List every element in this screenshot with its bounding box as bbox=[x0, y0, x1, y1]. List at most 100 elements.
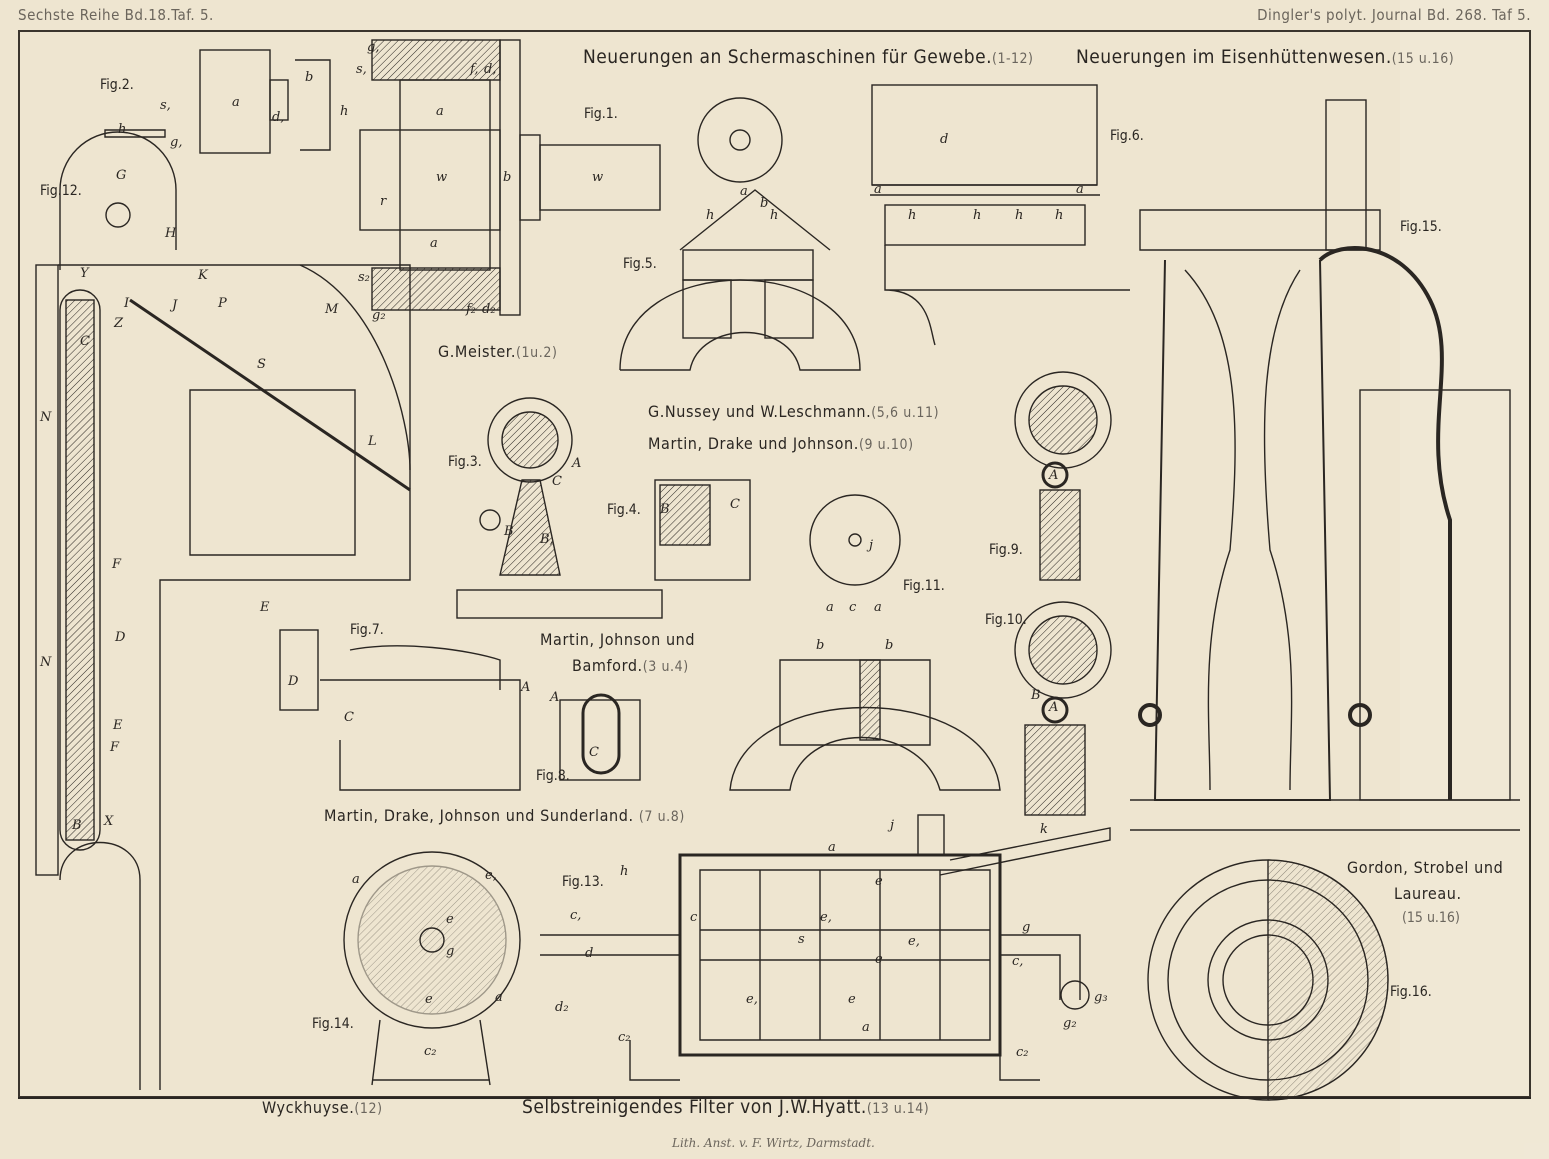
fig5-letter-label: a bbox=[740, 184, 748, 199]
fig13-letter-label: d₂ bbox=[555, 1000, 569, 1015]
fig1-letter-label: s, bbox=[356, 62, 367, 77]
fig7-drawing bbox=[279, 629, 521, 791]
credit-wyckhuyse: Wyckhuyse.(12) bbox=[262, 1098, 383, 1117]
fig6-letter-label: d bbox=[940, 132, 949, 147]
fig6-letter-label: h bbox=[1055, 208, 1064, 223]
fig13-letter-label: e, bbox=[908, 934, 920, 949]
fig3-letter-label: A bbox=[572, 456, 582, 471]
fig12-letter-label: M bbox=[325, 302, 339, 317]
fig11-letter-label: b bbox=[885, 638, 894, 653]
fig4-letter-label: B bbox=[660, 502, 670, 517]
credit-range: (7 u.8) bbox=[638, 809, 685, 825]
credit-text: G.Nussey und W.Leschmann. bbox=[648, 402, 872, 421]
fig13-letter-label: g₃ bbox=[1094, 990, 1108, 1005]
fig-label-11: Fig.11. bbox=[903, 578, 945, 594]
fig2-letter-label: s, bbox=[160, 98, 171, 113]
fig9-letter-label: A bbox=[1049, 468, 1059, 483]
title-text: Neuerungen im Eisenhüttenwesen. bbox=[1076, 46, 1392, 68]
fig6-drawing bbox=[870, 84, 1130, 346]
fig2-letter-label: d, bbox=[272, 110, 285, 125]
credit-meister: G.Meister.(1u.2) bbox=[438, 342, 557, 361]
fig7-letter-label: D bbox=[288, 674, 299, 689]
fig12-letter-label: F bbox=[110, 740, 120, 755]
fig11-letter-label: c bbox=[849, 600, 857, 615]
fig7-letter-label: C bbox=[344, 710, 354, 725]
fig13-letter-label: e bbox=[848, 992, 856, 1007]
fig8-drawing bbox=[559, 693, 641, 781]
fig-label-1: Fig.1. bbox=[584, 106, 618, 122]
fig14-letter-label: g bbox=[446, 944, 455, 959]
credit-text: Martin, Drake und Johnson. bbox=[648, 434, 859, 453]
fig1-letter-label: s₂ bbox=[358, 270, 370, 285]
fig1-letter-label: f₂ bbox=[466, 302, 477, 317]
fig-label-15: Fig.15. bbox=[1400, 219, 1442, 235]
fig1-letter-label: b bbox=[503, 170, 512, 185]
fig12-letter-label: Z bbox=[114, 316, 124, 331]
fig2-drawing bbox=[104, 49, 331, 154]
header-right: Dingler's polyt. Journal Bd. 268. Taf 5. bbox=[1257, 6, 1531, 24]
fig13-letter-label: d bbox=[585, 946, 594, 961]
fig8-letter-label: C bbox=[589, 745, 599, 760]
fig-label-12: Fig.12. bbox=[40, 183, 82, 199]
fig14-letter-label: c₂ bbox=[424, 1044, 437, 1059]
fig13-letter-label: c bbox=[690, 910, 698, 925]
fig6-letter-label: h bbox=[1015, 208, 1024, 223]
credit-range: (1u.2) bbox=[516, 345, 558, 361]
fig1-letter-label: w bbox=[436, 170, 448, 185]
fig10-letter-label: A bbox=[1049, 700, 1059, 715]
fig12-letter-label: N bbox=[40, 410, 52, 425]
fig12-letter-label: S bbox=[257, 357, 266, 372]
fig13-letter-label: c, bbox=[1012, 954, 1024, 969]
fig-label-9: Fig.9. bbox=[989, 542, 1023, 558]
fig3-letter-label: B, bbox=[540, 532, 554, 547]
credit-gordon-line3: (15 u.16) bbox=[1402, 910, 1460, 926]
credit-range: (13 u.14) bbox=[866, 1101, 930, 1117]
credit-range: (9 u.10) bbox=[858, 437, 914, 453]
fig11-letter-label: a bbox=[874, 600, 882, 615]
fig11-drawing bbox=[729, 494, 1001, 791]
fig12-letter-label: N bbox=[40, 655, 52, 670]
fig12-letter-label: P bbox=[218, 296, 227, 311]
credit-bamford-line1: Martin, Johnson und bbox=[540, 630, 696, 649]
fig1-letter-label: a bbox=[436, 104, 444, 119]
credit-gordon-line2: Laureau. bbox=[1394, 884, 1462, 903]
fig14-letter-label: e, bbox=[485, 868, 497, 883]
fig13-letter-label: e bbox=[875, 874, 883, 889]
fig2-letter-label: a bbox=[232, 95, 240, 110]
credit-martin-drake: Martin, Drake und Johnson.(9 u.10) bbox=[648, 434, 914, 453]
fig12-letter-label: H bbox=[165, 226, 177, 241]
fig12-letter-label: E bbox=[113, 718, 123, 733]
credit-bamford-line2: Bamford.(3 u.4) bbox=[572, 656, 689, 675]
fig13-letter-label: e, bbox=[820, 910, 832, 925]
fig13-letter-label: a bbox=[828, 840, 836, 855]
fig5-letter-label: b bbox=[760, 196, 769, 211]
fig10-letter-label: B bbox=[1031, 688, 1041, 703]
fig12-letter-label: X bbox=[104, 814, 114, 829]
title-range: (15 u.16) bbox=[1391, 51, 1455, 67]
fig13-letter-label: a bbox=[862, 1020, 870, 1035]
title-range: (1-12) bbox=[992, 51, 1034, 67]
fig2-letter-label: b bbox=[305, 70, 314, 85]
fig1-letter-label: d, bbox=[484, 62, 497, 77]
fig5-drawing bbox=[619, 97, 861, 371]
fig7-letter-label: A bbox=[521, 680, 531, 695]
page-fold bbox=[1400, 0, 1549, 1159]
fig12-letter-label: C bbox=[80, 334, 90, 349]
fig13-letter-label: h bbox=[620, 864, 629, 879]
fig6-letter-label: a bbox=[1076, 182, 1084, 197]
fig13-letter-label: j bbox=[890, 818, 895, 833]
credit-hyatt: Selbstreinigendes Filter von J.W.Hyatt.(… bbox=[522, 1096, 929, 1118]
credit-text: Martin, Drake, Johnson und Sunderland. bbox=[324, 806, 634, 825]
fig14-letter-label: e bbox=[446, 912, 454, 927]
fig6-letter-label: h bbox=[908, 208, 917, 223]
fig1-letter-label: g, bbox=[367, 40, 380, 55]
fig-label-5: Fig.5. bbox=[623, 256, 657, 272]
fig13-letter-label: e, bbox=[746, 992, 758, 1007]
title-shearing: Neuerungen an Schermaschinen für Gewebe.… bbox=[583, 46, 1033, 68]
credit-text: Bamford. bbox=[572, 656, 643, 675]
fig11-letter-label: j bbox=[869, 538, 874, 553]
fig2-letter-label: g, bbox=[170, 135, 183, 150]
credit-range: (3 u.4) bbox=[642, 659, 689, 675]
fig12-letter-label: B bbox=[72, 818, 82, 833]
fig1-letter-label: f, bbox=[470, 62, 479, 77]
